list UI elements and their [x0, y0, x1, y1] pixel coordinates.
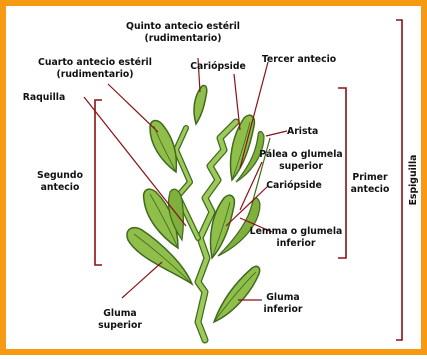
label-primer-line1: Primer: [352, 172, 388, 183]
label-gluma-inferior-line2: inferior: [264, 304, 303, 315]
label-quinto-line2: (rudimentario): [144, 33, 221, 44]
label-gluma-inferior-line1: Gluma: [266, 292, 299, 303]
label-cariopside-mid: Cariópside: [266, 180, 322, 191]
label-palea-line2: superior: [279, 161, 323, 172]
label-gluma-superior-line2: superior: [98, 320, 142, 331]
label-lemma-line1: Lemma o glumela: [250, 226, 343, 237]
label-espiguilla: Espiguilla: [408, 155, 419, 206]
label-cuarto-line2: (rudimentario): [56, 69, 133, 80]
label-raquilla: Raquilla: [23, 92, 66, 103]
label-cariopside-top: Cariópside: [190, 61, 246, 72]
label-tercer-antecio: Tercer antecio: [262, 54, 336, 65]
label-primer-line2: antecio: [351, 184, 390, 195]
label-lemma-line2: inferior: [277, 238, 316, 249]
label-palea-line1: Pálea o glumela: [259, 149, 342, 160]
label-segundo-line2: antecio: [41, 182, 80, 193]
label-cuarto-line1: Cuarto antecio estéril: [38, 57, 152, 68]
label-gluma-superior-line1: Gluma: [103, 308, 136, 319]
label-arista: Arista: [287, 126, 318, 137]
label-segundo-line1: Segundo: [37, 170, 83, 181]
label-quinto-line1: Quinto antecio estéril: [126, 21, 240, 32]
